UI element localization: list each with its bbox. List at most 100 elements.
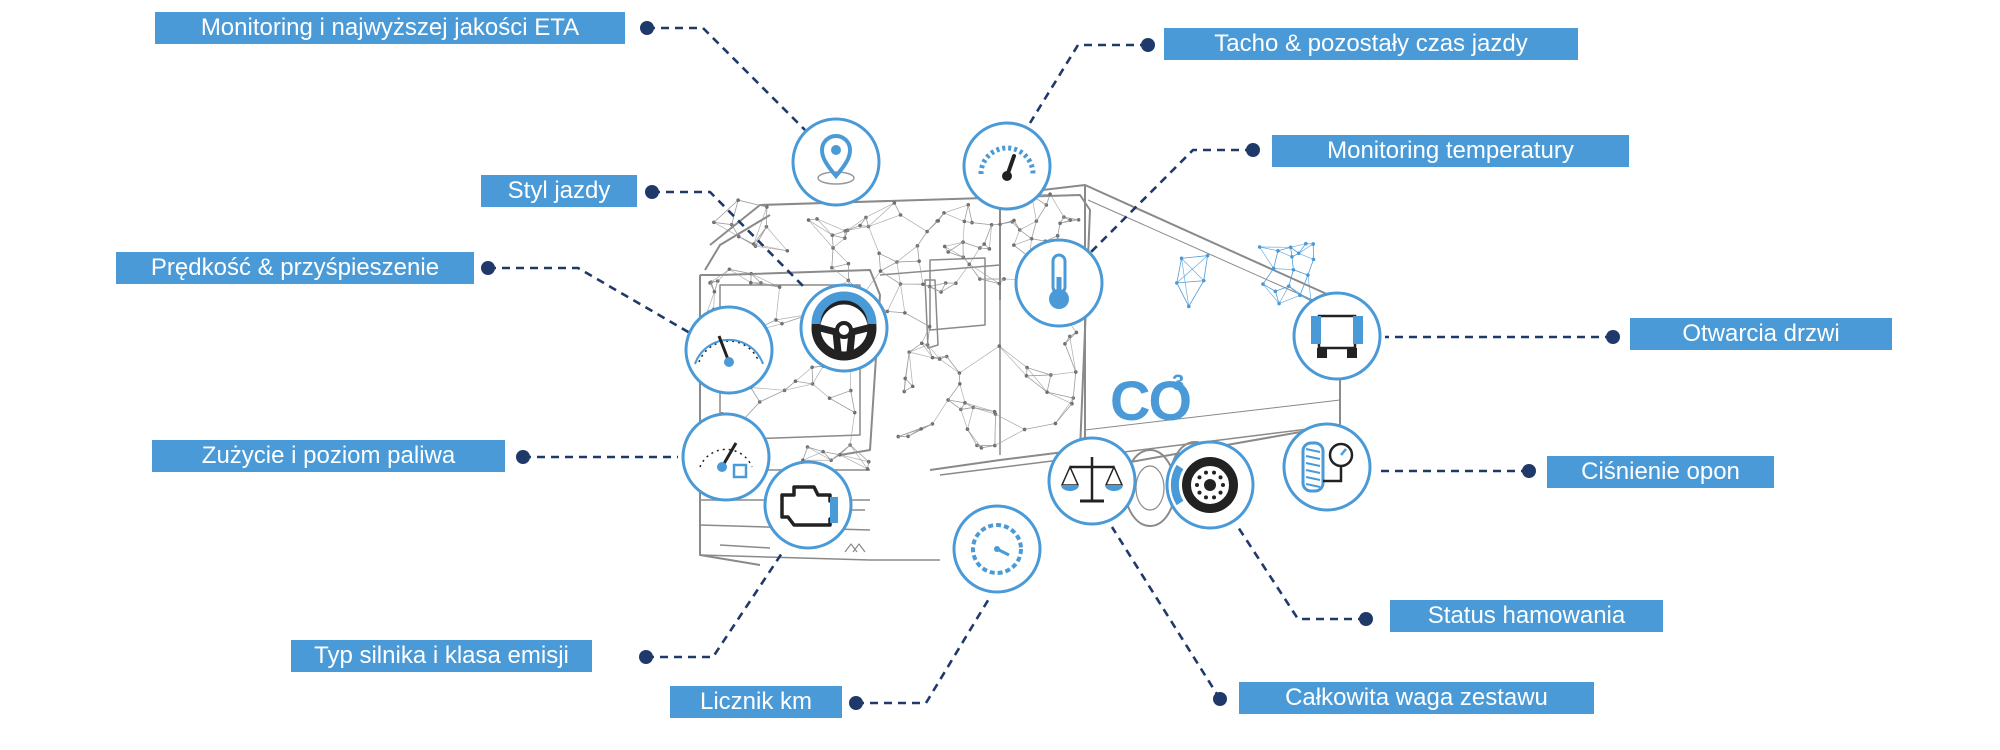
network-link bbox=[887, 283, 901, 312]
network-node bbox=[749, 280, 753, 285]
network-link bbox=[775, 287, 780, 320]
network-link bbox=[784, 383, 813, 391]
network-link bbox=[944, 246, 964, 258]
network-link bbox=[948, 251, 964, 258]
network-link bbox=[972, 222, 992, 226]
network-link bbox=[918, 261, 924, 285]
temperature-connector-dot bbox=[1246, 143, 1260, 157]
network-link bbox=[713, 291, 715, 310]
network-link bbox=[1290, 243, 1306, 248]
network-link bbox=[847, 217, 867, 231]
odometer-connector-dot bbox=[849, 696, 863, 710]
network-node bbox=[942, 244, 947, 249]
tyre-pressure-icon-ring bbox=[1282, 422, 1372, 512]
network-node bbox=[927, 324, 932, 329]
network-link bbox=[946, 356, 960, 374]
network-link bbox=[1013, 238, 1032, 246]
network-link bbox=[929, 282, 946, 287]
network-link bbox=[1064, 343, 1077, 373]
network-link bbox=[1277, 250, 1293, 258]
network-link bbox=[839, 454, 868, 470]
network-link bbox=[962, 221, 965, 243]
engine-connector-dot bbox=[639, 650, 653, 664]
tyre-pressure-connector-dot bbox=[1522, 464, 1536, 478]
network-link bbox=[1176, 258, 1182, 283]
weight-label: Całkowita waga zestawu bbox=[1239, 682, 1594, 714]
network-link bbox=[1063, 216, 1079, 221]
network-link bbox=[967, 429, 982, 449]
network-node bbox=[785, 248, 790, 253]
network-link bbox=[920, 423, 933, 430]
network-link bbox=[839, 454, 869, 463]
network-node bbox=[736, 198, 740, 202]
network-link bbox=[822, 451, 832, 461]
network-link bbox=[1275, 291, 1280, 304]
network-link bbox=[714, 280, 719, 292]
network-link bbox=[868, 214, 901, 227]
fuel-icon-ring bbox=[681, 412, 771, 502]
network-link bbox=[738, 236, 754, 245]
network-link bbox=[1046, 391, 1073, 405]
engine-connector bbox=[646, 549, 786, 659]
network-link bbox=[1031, 221, 1037, 239]
network-link bbox=[1026, 375, 1048, 393]
monitoring-eta-connector bbox=[647, 26, 806, 131]
network-link bbox=[989, 224, 992, 249]
monitoring-eta-label: Monitoring i najwyższej jakości ETA bbox=[155, 12, 625, 44]
network-node bbox=[919, 341, 924, 346]
network-link bbox=[932, 399, 949, 425]
fuel-label: Zużycie i poziom paliwa bbox=[152, 440, 505, 472]
network-link bbox=[964, 402, 995, 412]
network-node bbox=[793, 379, 798, 384]
network-link bbox=[880, 270, 901, 285]
network-node bbox=[903, 311, 907, 315]
brand-logo: CO bbox=[1110, 369, 1190, 432]
network-link bbox=[784, 380, 796, 391]
network-link bbox=[904, 352, 910, 379]
network-link bbox=[832, 230, 846, 236]
network-link bbox=[1307, 259, 1314, 276]
network-link bbox=[831, 247, 834, 268]
network-node bbox=[958, 382, 962, 386]
network-link bbox=[831, 263, 849, 269]
network-link bbox=[896, 260, 920, 263]
network-link bbox=[994, 414, 996, 446]
network-node bbox=[997, 344, 1002, 348]
network-link bbox=[904, 312, 930, 327]
network-link bbox=[995, 413, 1025, 430]
network-link bbox=[1298, 243, 1314, 254]
network-link bbox=[960, 407, 974, 410]
network-link bbox=[753, 243, 788, 252]
network-link bbox=[816, 218, 846, 232]
odometer-connector bbox=[856, 596, 992, 705]
network-link bbox=[1203, 255, 1208, 281]
tachograph-gauge-icon bbox=[962, 121, 1052, 211]
network-link bbox=[729, 268, 752, 275]
network-link bbox=[753, 226, 767, 245]
network-link bbox=[831, 235, 834, 248]
network-link bbox=[1055, 403, 1073, 424]
network-link bbox=[1262, 268, 1274, 285]
network-link bbox=[759, 390, 785, 403]
network-link bbox=[1064, 332, 1077, 345]
network-node bbox=[1311, 257, 1316, 262]
network-link bbox=[1049, 193, 1065, 218]
network-node bbox=[810, 365, 814, 370]
network-link bbox=[1013, 220, 1021, 231]
network-link bbox=[839, 444, 851, 456]
data-network-overlay bbox=[704, 192, 1316, 471]
network-node bbox=[992, 409, 997, 414]
network-link bbox=[1024, 423, 1056, 430]
speedometer-icon bbox=[684, 305, 774, 395]
braking-label: Status hamowania bbox=[1390, 600, 1663, 632]
network-link bbox=[927, 326, 930, 345]
network-link bbox=[896, 245, 918, 263]
network-node bbox=[962, 219, 967, 224]
network-link bbox=[967, 429, 978, 446]
network-link bbox=[1019, 229, 1032, 240]
network-link bbox=[887, 311, 905, 314]
driving-style-connector bbox=[652, 190, 806, 289]
network-link bbox=[750, 387, 785, 391]
network-link bbox=[1288, 285, 1312, 302]
network-link bbox=[1072, 371, 1077, 399]
